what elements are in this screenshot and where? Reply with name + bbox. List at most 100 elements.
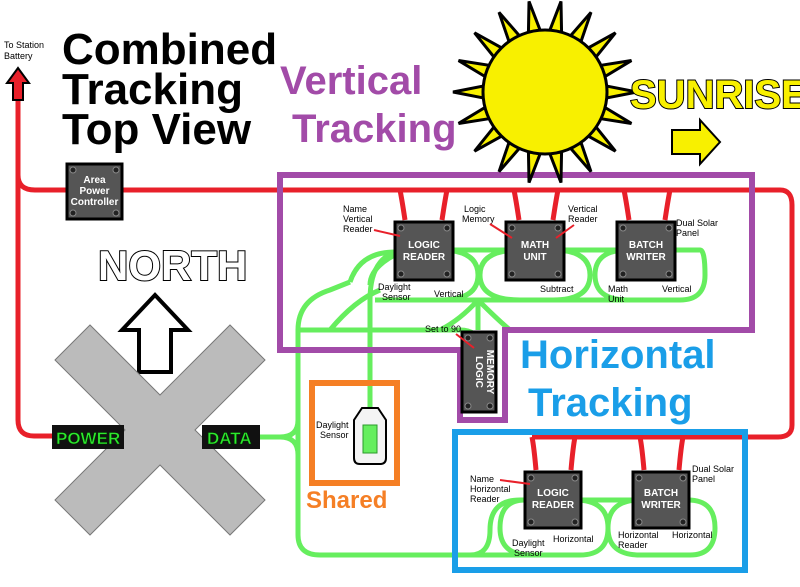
connector-screw (112, 166, 120, 174)
right-arrow-icon (671, 117, 722, 167)
device-label: BATCH (629, 240, 663, 251)
connector-screw (665, 270, 673, 278)
annotation: Horizontal (553, 534, 594, 544)
annotation: Horizontal (470, 484, 511, 494)
connector-screw (397, 224, 405, 232)
annotation: Dual Solar (692, 464, 734, 474)
horizontal-title-2: Tracking (528, 381, 693, 425)
annotation: Vertical (568, 204, 598, 214)
apc-label-1: Area (83, 175, 106, 186)
annotation: Daylight (316, 420, 349, 430)
annotation: Daylight (378, 282, 411, 292)
station-battery-label-2: Battery (4, 51, 33, 61)
connector-screw (679, 518, 687, 526)
station-battery-label-1: To Station (4, 40, 44, 50)
connector-screw (508, 270, 516, 278)
annotation: Memory (462, 214, 495, 224)
connector-screw (527, 518, 535, 526)
vertical-title-1: Vertical (280, 59, 422, 103)
device-label: READER (403, 252, 446, 263)
connector-screw (69, 166, 77, 174)
annotation: Reader (618, 540, 648, 550)
vertical-title-2: Tracking (292, 107, 457, 151)
annotation: Horizontal (672, 530, 713, 540)
data-port: DATA (202, 425, 260, 449)
vertical-annotations: Name Vertical Reader Daylight Sensor Ver… (343, 204, 718, 349)
connector-screw (554, 270, 562, 278)
connector-screw (571, 474, 579, 482)
connector-screw (69, 209, 77, 217)
connector-screw (665, 224, 673, 232)
title-line-2: Tracking (62, 65, 243, 114)
connector-screw (679, 474, 687, 482)
shared-group-box (309, 380, 400, 486)
vertical-math-unit: MATH UNIT (504, 220, 566, 282)
device-label: MATH (521, 240, 549, 251)
horizontal-title-1: Horizontal (520, 333, 716, 377)
annotation: Set to 90 (425, 324, 461, 334)
data-label: DATA (207, 429, 252, 448)
connector-screw (397, 270, 405, 278)
annotation: Sensor (320, 430, 349, 440)
connector-screw (464, 402, 472, 410)
connector-screw (443, 224, 451, 232)
station-x-icon (54, 324, 266, 536)
connector-screw (554, 224, 562, 232)
device-label: WRITER (641, 500, 681, 511)
sun-rays (452, 0, 638, 184)
connector-screw (443, 270, 451, 278)
power-port: POWER (52, 425, 124, 449)
device-label: LOGIC (473, 356, 484, 388)
shared-title: Shared (306, 487, 387, 514)
up-arrow-icon (5, 66, 31, 101)
power-network (15, 100, 795, 471)
device-label: WRITER (626, 252, 666, 263)
sun-icon (452, 0, 638, 184)
vertical-logic-memory: LOGIC MEMORY (460, 330, 498, 414)
annotation: Vertical (434, 289, 464, 299)
annotation: Reader (470, 494, 500, 504)
device-label: LOGIC (408, 240, 440, 251)
annotation: Sensor (514, 548, 543, 558)
annotation: Panel (692, 474, 715, 484)
annotation: Vertical (662, 284, 692, 294)
annotation: Subtract (540, 284, 574, 294)
device-label: BATCH (644, 488, 678, 499)
device-connectors (69, 166, 687, 526)
connector-screw (486, 402, 494, 410)
annotation: Vertical (343, 214, 373, 224)
connector-screw (486, 334, 494, 342)
connector-screw (527, 474, 535, 482)
annotation: Name (470, 474, 494, 484)
sun-disc (481, 28, 609, 156)
annotation: Math (608, 284, 628, 294)
annotation: Logic (464, 204, 486, 214)
power-label: POWER (56, 429, 120, 448)
vertical-batch-writer: BATCH WRITER (615, 220, 677, 282)
horizontal-logic-reader: LOGIC READER (523, 470, 583, 530)
annotation: Dual Solar (676, 218, 718, 228)
title-line-1: Combined (62, 25, 277, 74)
annotation: Reader (568, 214, 598, 224)
connector-screw (571, 518, 579, 526)
connector-screw (464, 334, 472, 342)
annotation: Reader (343, 224, 373, 234)
annotation: Daylight (512, 538, 545, 548)
connector-screw (619, 224, 627, 232)
sunrise-label: SUNRISE (630, 73, 800, 117)
connector-screw (635, 474, 643, 482)
annotation: Unit (608, 294, 625, 304)
vertical-group-box (277, 172, 755, 423)
device-label: UNIT (523, 252, 546, 263)
horizontal-batch-writer: BATCH WRITER (631, 470, 691, 530)
vertical-logic-reader: LOGIC READER (393, 220, 455, 282)
device-label: MEMORY (484, 350, 495, 395)
annotation: Sensor (382, 292, 411, 302)
device-label: READER (532, 500, 575, 511)
annotation: Name (343, 204, 367, 214)
annotation: Horizontal (618, 530, 659, 540)
title-line-3: Top View (62, 105, 252, 154)
horizontal-group-box (452, 429, 748, 573)
north-label: NORTH (98, 242, 247, 289)
